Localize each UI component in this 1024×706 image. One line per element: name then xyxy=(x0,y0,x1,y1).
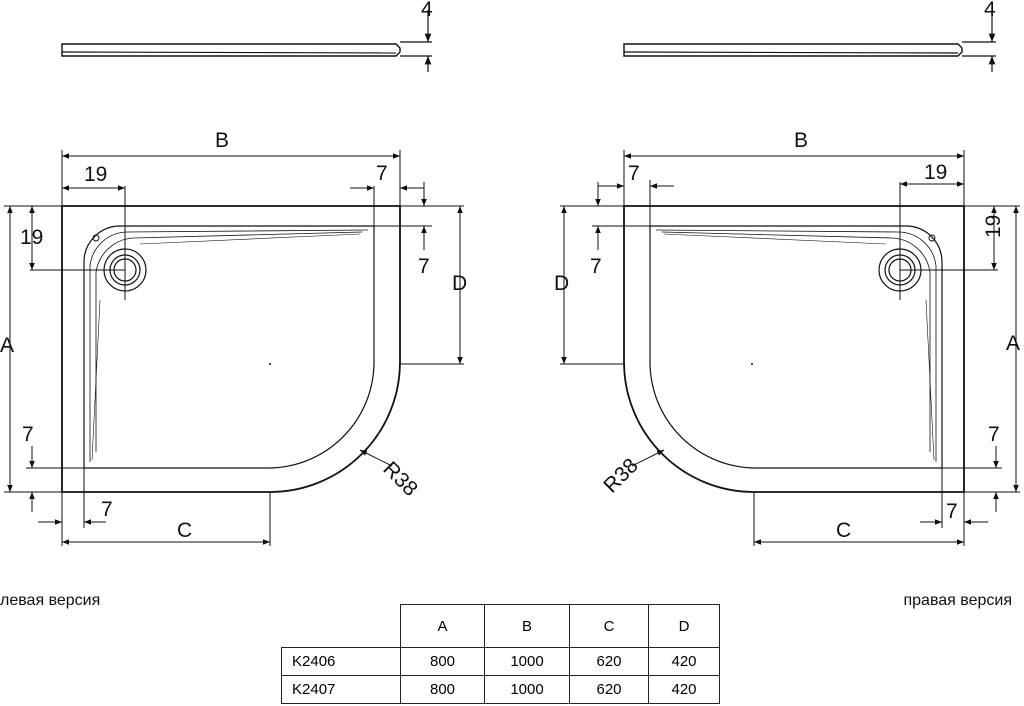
margin-right-left: 7 xyxy=(418,255,430,278)
margin-top-left-right: 7 xyxy=(628,162,640,185)
left-side-profile xyxy=(61,10,432,72)
value-c-cell: 620 xyxy=(569,675,649,704)
radius-label-right: R38 xyxy=(599,454,643,498)
header-d: D xyxy=(648,604,720,648)
value-d-cell: 420 xyxy=(648,647,720,676)
flat-side-label-left: C xyxy=(177,519,192,542)
left-overflow-dot xyxy=(92,234,100,242)
margin-left-right: 7 xyxy=(590,255,602,278)
left-dimension-lines xyxy=(4,150,464,546)
value-a-cell: 800 xyxy=(400,675,485,704)
table-row: K2407 800 1000 620 420 xyxy=(281,675,720,704)
header-a: A xyxy=(400,604,485,648)
right-overflow-dot xyxy=(928,234,936,242)
table-header-row: A B C D xyxy=(281,604,720,648)
right-center-dot xyxy=(751,363,753,365)
thickness-label-right: 4 xyxy=(984,0,996,21)
right-side-profile xyxy=(623,10,996,72)
flat-side-label-right: C xyxy=(836,519,851,542)
model-cell: K2406 xyxy=(281,647,401,676)
margin-bottom-right: 7 xyxy=(988,423,1000,446)
width-label-left: B xyxy=(215,129,229,152)
right-tray-outline xyxy=(623,205,965,493)
left-center-dot xyxy=(269,363,271,365)
value-a-cell: 800 xyxy=(400,647,485,676)
header-b: B xyxy=(484,604,570,648)
value-b-cell: 1000 xyxy=(484,647,570,676)
dimensions-table: A B C D K2406 800 1000 620 420 K2407 800… xyxy=(281,604,720,704)
left-dimension-labels: B 19 7 7 D A 19 7 7 C R38 xyxy=(0,129,467,542)
drain-offset-side-left: 19 xyxy=(20,226,43,249)
flat-depth-label-right: D xyxy=(554,272,569,295)
value-b-cell: 1000 xyxy=(484,675,570,704)
value-c-cell: 620 xyxy=(569,647,649,676)
radius-label-left: R38 xyxy=(378,457,422,501)
margin-bottom-horizontal-left: 7 xyxy=(101,498,113,521)
margin-bottom-left: 7 xyxy=(22,423,34,446)
table-corner-cell xyxy=(281,604,401,648)
drain-offset-top-left: 19 xyxy=(84,163,107,186)
width-label-right: B xyxy=(794,129,808,152)
left-tray-outline xyxy=(61,205,401,493)
depth-label-left: A xyxy=(0,334,14,357)
right-dimension-lines xyxy=(560,150,1020,546)
margin-bottom-horizontal-right: 7 xyxy=(946,500,958,523)
flat-depth-label-left: D xyxy=(452,272,467,295)
model-cell: K2407 xyxy=(281,675,401,704)
margin-top-right-left: 7 xyxy=(376,162,388,185)
depth-label-right: A xyxy=(1006,332,1020,355)
right-version-caption: правая версия xyxy=(903,592,1012,609)
left-version-caption: левая версия xyxy=(0,592,101,609)
thickness-label-left: 4 xyxy=(421,0,433,21)
drain-offset-top-right: 19 xyxy=(924,161,947,184)
header-c: C xyxy=(569,604,649,648)
drain-offset-side-right: 19 xyxy=(982,215,1005,238)
value-d-cell: 420 xyxy=(648,675,720,704)
table-row: K2406 800 1000 620 420 xyxy=(281,647,720,676)
